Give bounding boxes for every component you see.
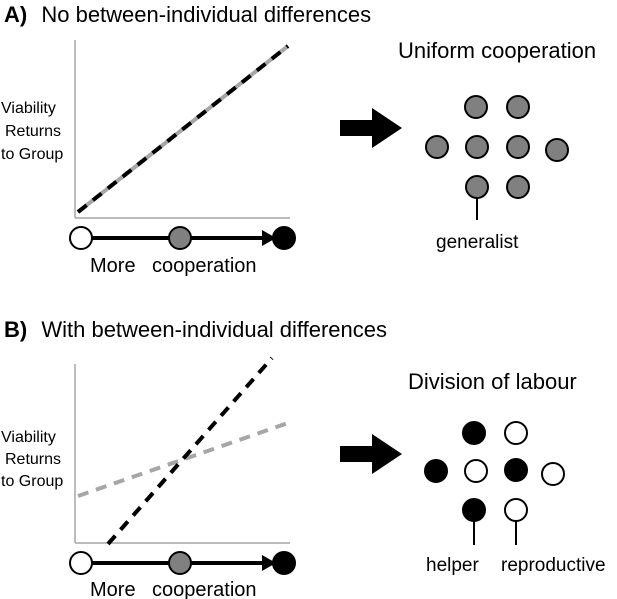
panel-b-helper-node bbox=[462, 498, 486, 522]
panel-b-result-arrow bbox=[340, 434, 402, 474]
panel-b-low-cooperation-node bbox=[69, 551, 93, 575]
panel-a-y-label-line-1: Viability bbox=[1, 100, 56, 117]
panel-b-high-cooperation-node bbox=[272, 551, 296, 575]
panel-a-role-generalist: generalist bbox=[436, 232, 519, 253]
panel-b-x-label-cooperation: cooperation bbox=[152, 579, 257, 599]
panel-b-role-reproductive: reproductive bbox=[501, 555, 606, 576]
panel-b-result-title: Division of labour bbox=[408, 369, 577, 394]
panel-a-heading: A) No between-individual differences bbox=[4, 2, 371, 27]
panel-b-role-helper: helper bbox=[426, 555, 479, 576]
panel-b-reproductive-node bbox=[541, 462, 565, 486]
panel-a-group-node bbox=[464, 95, 488, 119]
panel-b-y-label-line-2: Returns bbox=[5, 451, 61, 468]
panel-a-mid-cooperation-node bbox=[168, 226, 192, 250]
panel-b-mid-cooperation-node bbox=[168, 551, 192, 575]
panel-b-helper-node bbox=[504, 458, 528, 482]
panel-b-grey-dashed-line bbox=[77, 421, 289, 498]
panel-a-group-node bbox=[506, 175, 530, 199]
panel-b-title: With between-individual differences bbox=[41, 317, 387, 342]
panel-a-y-label-line-3: to Group bbox=[1, 146, 63, 163]
panel-a-group-node bbox=[465, 175, 489, 199]
panel-a-cooperation-arrow-head bbox=[262, 230, 276, 246]
panel-a-y-label-line-2: Returns bbox=[5, 123, 61, 140]
panel-b-y-label-line-3: to Group bbox=[1, 473, 63, 490]
panel-a-group-node bbox=[425, 135, 449, 159]
panel-a-group-node bbox=[545, 138, 569, 162]
panel-a-low-cooperation-node bbox=[69, 226, 93, 250]
panel-b-y-label-line-1: Viability bbox=[1, 429, 56, 446]
panel-a-black-dashed-line bbox=[76, 44, 290, 214]
panel-a-letter: A) bbox=[4, 2, 27, 27]
panel-a-group-node bbox=[506, 135, 530, 159]
panel-a-title: No between-individual differences bbox=[41, 2, 371, 27]
panel-b-reproductive-node bbox=[464, 459, 488, 483]
panel-a-result-arrow bbox=[340, 108, 402, 148]
panel-b-helper-node bbox=[462, 421, 486, 445]
panel-b-cooperation-arrow-head bbox=[262, 555, 276, 571]
panel-a-result-title: Uniform cooperation bbox=[398, 38, 596, 63]
panel-a-group-node bbox=[465, 135, 489, 159]
panel-a-group-node bbox=[506, 95, 530, 119]
panel-b-helper-node bbox=[424, 459, 448, 483]
panel-a-x-label-cooperation: cooperation bbox=[152, 255, 257, 277]
panel-b-reproductive-node bbox=[504, 421, 528, 445]
panel-b-heading: B) With between-individual differences bbox=[4, 317, 387, 342]
panel-a-x-label-more: More bbox=[90, 255, 136, 277]
panel-b-black-dashed-line bbox=[106, 356, 274, 546]
panel-b-letter: B) bbox=[4, 317, 27, 342]
panel-b-reproductive-node bbox=[504, 498, 528, 522]
panel-a-high-cooperation-node bbox=[272, 226, 296, 250]
panel-b-x-label-more: More bbox=[90, 579, 136, 599]
